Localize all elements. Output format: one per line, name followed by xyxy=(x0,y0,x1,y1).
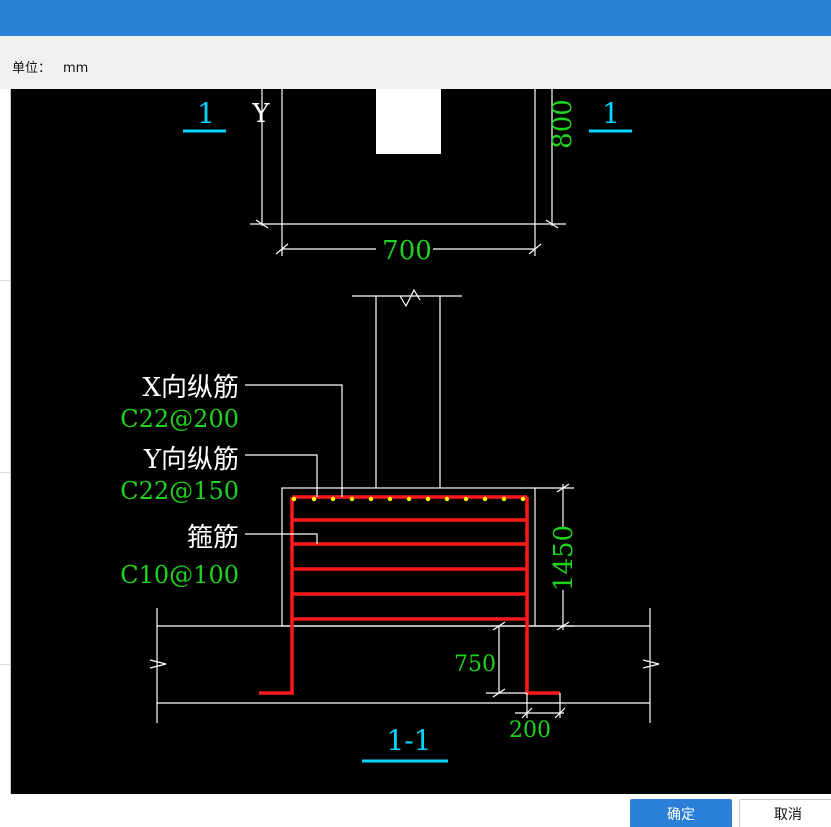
tick-mark xyxy=(275,243,289,255)
unit-text: 单位： mm xyxy=(12,57,88,76)
drawing-canvas[interactable]: 1 Y 800 1 700 X向纵筋 C22@200 Y向纵筋 C22@150 … xyxy=(11,89,831,794)
pedestal-outline xyxy=(281,487,536,627)
tick-mark xyxy=(545,219,559,229)
dim-text-700: 700 xyxy=(382,236,432,266)
stirrup-spec: C10@100 xyxy=(120,561,239,589)
longitudinal-bar-dots xyxy=(291,496,526,502)
title-bar xyxy=(0,0,831,36)
unit-bar: 单位： mm xyxy=(0,36,831,89)
cancel-button[interactable]: 取消 xyxy=(739,799,831,827)
dim-text-750: 750 xyxy=(454,652,496,677)
plan-outline xyxy=(281,89,536,225)
column-section xyxy=(376,89,441,154)
break-symbol xyxy=(642,659,660,669)
rebar-x-spec: C22@200 xyxy=(120,405,239,433)
left-panel xyxy=(0,89,11,794)
leader-stirrup xyxy=(245,533,318,544)
axis-label-y: Y xyxy=(251,99,270,129)
pedestal-section-drawing: 1 Y 800 1 700 X向纵筋 C22@200 Y向纵筋 C22@150 … xyxy=(120,89,660,763)
break-symbol xyxy=(149,659,167,669)
section-title: 1-1 xyxy=(386,724,431,757)
dim-text-200: 200 xyxy=(509,718,551,743)
tick-mark xyxy=(556,621,570,631)
rebar-y-label: Y向纵筋 xyxy=(143,445,239,475)
rebar-y-spec: C22@150 xyxy=(120,477,239,505)
leader-y-rebar xyxy=(245,454,318,497)
dim-text-800: 800 xyxy=(548,99,578,149)
tick-mark xyxy=(492,621,506,631)
tick-mark xyxy=(556,483,570,493)
section-mark-right: 1 xyxy=(602,97,620,130)
unit-label: 单位： xyxy=(12,61,52,76)
left-panel-divider xyxy=(0,280,10,281)
rebar-left xyxy=(259,497,294,695)
stirrup-label: 箍筋 xyxy=(187,523,239,553)
break-symbol xyxy=(399,288,421,308)
leader-x-rebar xyxy=(245,384,343,497)
section-mark-left: 1 xyxy=(197,97,215,130)
tick-mark xyxy=(521,707,533,719)
unit-value: mm xyxy=(63,61,89,76)
tick-mark xyxy=(528,243,542,255)
dim-text-1450: 1450 xyxy=(549,525,579,591)
left-panel-divider xyxy=(0,472,10,473)
left-panel-divider xyxy=(0,664,10,665)
tick-mark xyxy=(255,219,269,229)
tick-mark xyxy=(554,707,566,719)
ok-button[interactable]: 确定 xyxy=(630,799,732,827)
button-bar: 确定 取消 xyxy=(0,794,831,827)
tick-mark xyxy=(492,688,506,698)
rebar-x-label: X向纵筋 xyxy=(142,373,239,403)
